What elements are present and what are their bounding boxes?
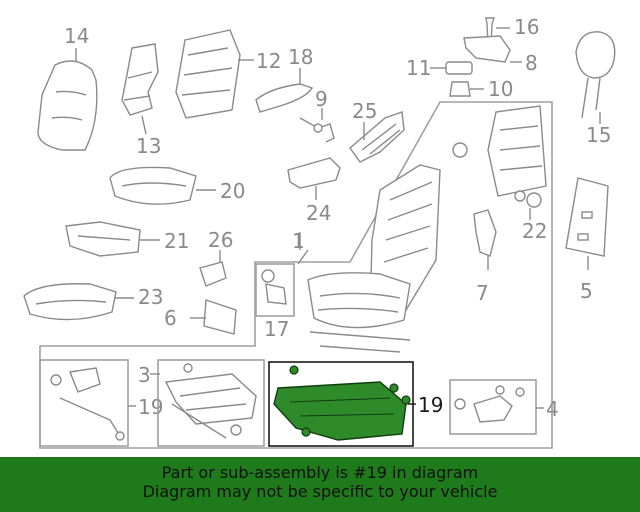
part-6-component <box>261 269 287 305</box>
part-22-cushion-cover <box>23 283 134 321</box>
callout-19: 19 <box>418 393 443 417</box>
callout-25: 25 <box>352 99 377 123</box>
callout-16: 16 <box>514 15 539 39</box>
callout-11: 11 <box>406 56 431 80</box>
part-3-component <box>50 367 136 441</box>
part-15-headrest <box>575 31 616 124</box>
part-9-lever <box>299 108 335 143</box>
callout-7: 5 <box>580 279 593 303</box>
part-19-seat-pan <box>273 365 416 441</box>
callout-1: 1 <box>292 229 305 253</box>
part-20-seat-pad <box>109 166 216 205</box>
part-12-seatback-panel <box>175 29 254 119</box>
part-2-recliner <box>452 105 547 220</box>
part-4-component <box>454 385 544 423</box>
part-5-box <box>157 359 265 447</box>
part-23-trim <box>190 299 237 335</box>
part-21-frame-cover <box>65 221 160 257</box>
part-3-box <box>39 359 129 447</box>
callout-15: 15 <box>586 123 611 147</box>
part-5-component <box>150 363 257 439</box>
banner-line-1: Part or sub-assembly is #19 in diagram <box>161 463 479 482</box>
part-26-clip <box>199 250 227 287</box>
callout-12: 12 <box>256 49 281 73</box>
part-8-guide <box>463 35 522 63</box>
part-10-guide <box>449 81 484 97</box>
part-7-side-panel <box>565 177 609 270</box>
callout-18: 18 <box>288 45 313 69</box>
callout-14: 14 <box>64 24 89 48</box>
callout-24: 24 <box>306 201 331 225</box>
part-25-side-shield <box>349 111 405 163</box>
callout-8: 8 <box>525 51 538 75</box>
callout-13: 13 <box>136 134 161 158</box>
part-11-cap <box>430 61 473 75</box>
callout-9: 9 <box>315 87 328 111</box>
part-6-box <box>255 263 295 317</box>
notice-banner: Part or sub-assembly is #19 in diagram D… <box>0 457 640 512</box>
callout-3: 19 <box>138 395 163 419</box>
part-17-side-bracket <box>473 209 497 270</box>
part-18-armrest <box>255 68 314 113</box>
callout-22: 23 <box>138 285 163 309</box>
callout-21: 21 <box>164 229 189 253</box>
callout-6: 17 <box>264 317 289 341</box>
seat-frame <box>297 164 441 353</box>
callout-5: 3 <box>138 363 151 387</box>
callout-23: 6 <box>164 306 177 330</box>
part-24-bracket <box>287 157 341 200</box>
part-13-pad <box>121 43 159 135</box>
callout-26: 26 <box>208 228 233 252</box>
callout-20: 20 <box>220 179 245 203</box>
banner-line-2: Diagram may not be specific to your vehi… <box>142 482 498 501</box>
callout-2: 22 <box>522 219 547 243</box>
part-4-box <box>449 379 537 435</box>
part-14-seatback-cover <box>37 48 98 151</box>
callout-4: 4 <box>546 397 559 421</box>
callout-17: 7 <box>476 281 489 305</box>
callout-10: 10 <box>488 77 513 101</box>
